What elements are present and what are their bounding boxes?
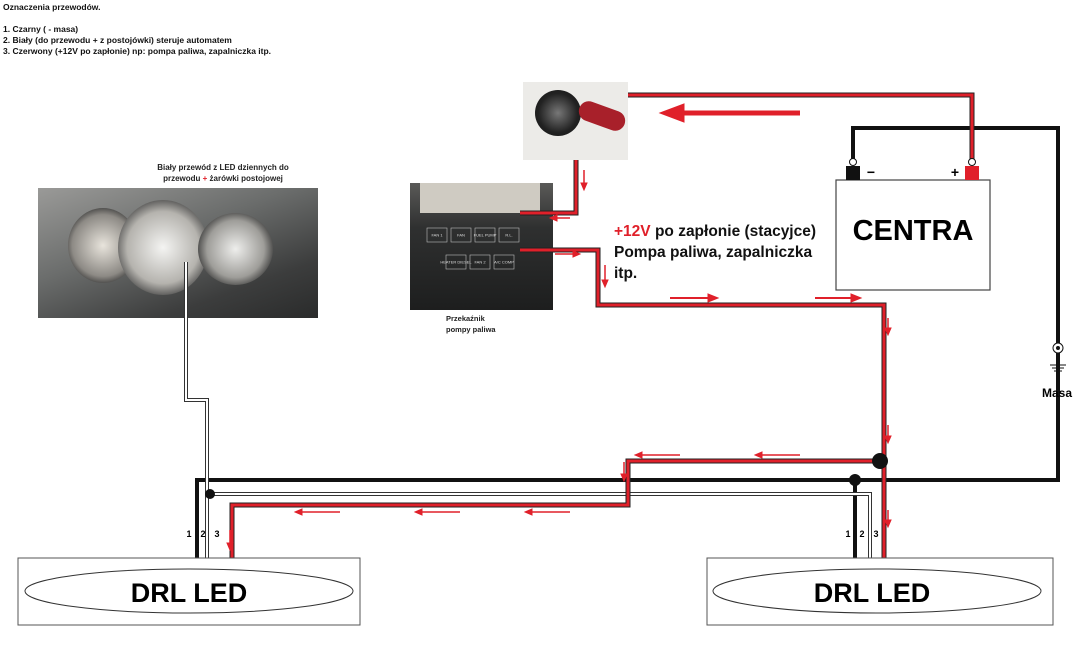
fuse-label: FAN xyxy=(457,233,465,238)
svg-text:DRL LED: DRL LED xyxy=(814,578,931,608)
fuse-slot xyxy=(426,227,448,243)
svg-text:3: 3 xyxy=(214,529,219,539)
fuse-box-photo xyxy=(410,183,553,310)
svg-text:2: 2 xyxy=(200,529,205,539)
junction-dot xyxy=(205,489,215,499)
fuse-caption: Przekaźnik pompy paliwa xyxy=(446,314,496,334)
battery-centra: − + CENTRA xyxy=(835,158,991,291)
fuse-slot xyxy=(450,227,472,243)
legend-title: Oznaczenia przewodów. xyxy=(3,2,101,12)
current-arrows xyxy=(226,103,892,552)
svg-text:3: 3 xyxy=(873,529,878,539)
headlight-photo xyxy=(38,188,318,318)
legend-item-white: 2. Biały (do przewodu + z postojówki) st… xyxy=(3,35,232,45)
wire-legend: Oznaczenia przewodów. 1. Czarny ( - masa… xyxy=(3,2,271,57)
fuse-label: FUEL PUMP xyxy=(474,233,497,238)
headlight-caption: Biały przewód z LED dziennych do przewod… xyxy=(157,163,289,183)
legend-item-red: 3. Czerwony (+12V po zapłonie) np: pompa… xyxy=(3,46,272,56)
svg-text:+: + xyxy=(951,164,959,180)
junction-dot xyxy=(849,474,861,486)
ignition-power-note: +12V po zapłonie (stacyjce) Pompa paliwa… xyxy=(614,223,817,282)
svg-text:CENTRA: CENTRA xyxy=(853,215,974,247)
fuse-label: A/C COMP xyxy=(494,260,514,265)
fuse-slot xyxy=(469,254,491,270)
battery-plus-terminal xyxy=(965,166,979,180)
fuse-slot xyxy=(445,254,467,270)
ground-symbol-icon xyxy=(1050,342,1066,375)
legend-item-black: 1. Czarny ( - masa) xyxy=(3,24,79,34)
svg-text:−: − xyxy=(867,164,875,180)
svg-text:DRL LED: DRL LED xyxy=(131,578,248,608)
ignition-switch-photo xyxy=(523,82,628,160)
fuse-label: FAN 2 xyxy=(474,260,486,265)
fuse-slot xyxy=(493,254,515,270)
ground-label: Masa xyxy=(1042,386,1072,400)
svg-text:2: 2 xyxy=(859,529,864,539)
fuse-slot xyxy=(498,227,520,243)
svg-text:1: 1 xyxy=(186,529,191,539)
red-wire xyxy=(229,92,975,560)
fuse-label: FAN 1 xyxy=(431,233,443,238)
battery-minus-terminal xyxy=(846,166,860,180)
fuse-label: R.L. xyxy=(505,233,512,238)
fuse-label: HEATER DIESEL xyxy=(440,260,472,265)
svg-text:1: 1 xyxy=(845,529,850,539)
fuse-slot xyxy=(474,227,496,243)
drl-led-right: DRL LED 1 2 3 xyxy=(706,529,1054,626)
junction-dot xyxy=(872,453,888,469)
drl-led-left: DRL LED 1 2 3 xyxy=(17,529,361,626)
